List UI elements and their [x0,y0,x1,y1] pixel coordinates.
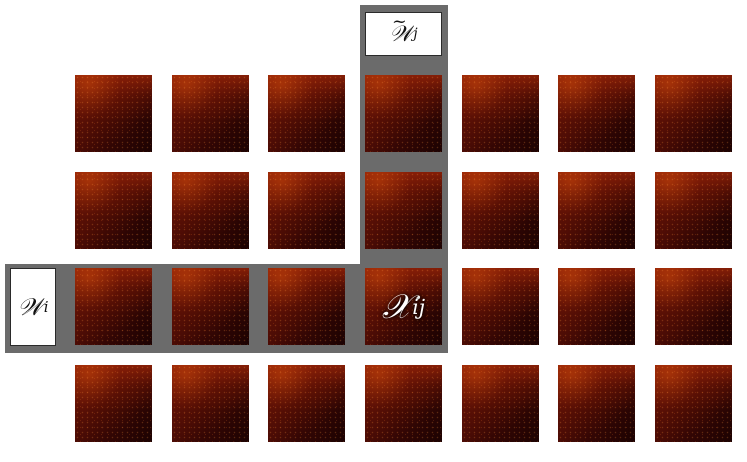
image-tile-r1-c5 [462,75,539,152]
image-tile-r1-c7 [655,75,732,152]
image-tile-r2-c2 [172,172,249,249]
image-tile-r2-c4 [365,172,442,249]
image-tile-r1-c6 [558,75,635,152]
image-tile-r1-c2 [172,75,249,152]
column-weight-symbol: 𝒲 [389,12,412,47]
image-tile-r1-c1 [75,75,152,152]
image-tile-r2-c5 [462,172,539,249]
column-weight-label: 𝒲j [365,12,442,56]
image-tile-r2-c1 [75,172,152,249]
image-tile-r4-c6 [558,365,635,442]
image-tile-r4-c3 [268,365,345,442]
image-tile-r1-c4 [365,75,442,152]
row-weight-subscript: i [43,298,49,316]
image-tile-r3-c2 [172,268,249,345]
image-tile-r4-c1 [75,365,152,442]
cell-symbol: 𝒳 [381,286,412,327]
image-tile-r3-c7 [655,268,732,345]
image-tile-r2-c7 [655,172,732,249]
image-tile-r2-c6 [558,172,635,249]
image-tile-r3-c3 [268,268,345,345]
row-weight-symbol: 𝒲 [17,293,43,321]
image-tile-r3-c1 [75,268,152,345]
image-tile-r4-c4 [365,365,442,442]
column-weight-subscript: j [413,26,418,42]
image-tile-r3-c6 [558,268,635,345]
image-tile-r1-c3 [268,75,345,152]
image-tile-r4-c2 [172,365,249,442]
image-tile-r3-c5 [462,268,539,345]
image-tile-r4-c5 [462,365,539,442]
cell-subscript: ij [412,294,426,319]
image-tile-r2-c3 [268,172,345,249]
image-tile-r4-c7 [655,365,732,442]
